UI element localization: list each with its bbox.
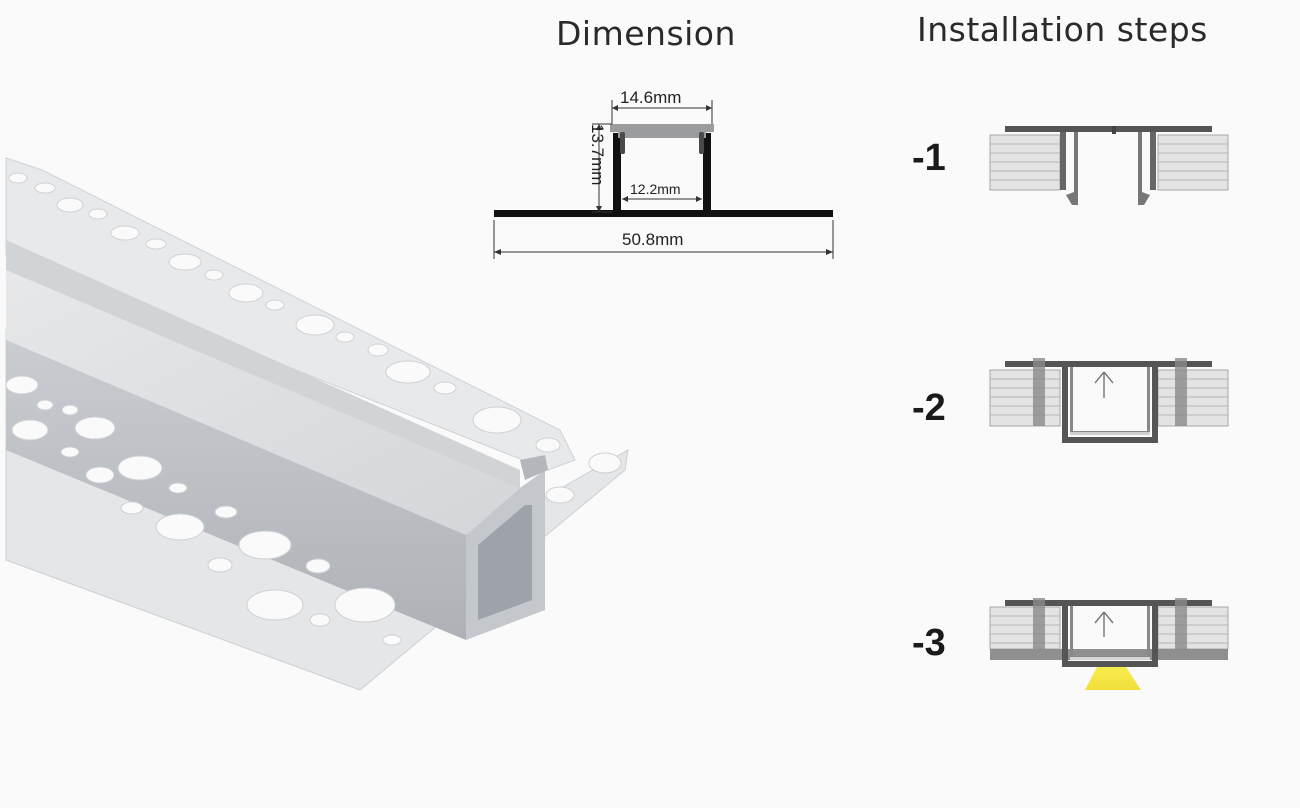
profile-flange <box>494 210 833 217</box>
dim-height: 13.7mm <box>588 124 607 185</box>
step-2-label: -2 <box>912 387 946 429</box>
light-beam <box>1085 667 1141 690</box>
installation-step-1-diagram <box>989 126 1229 205</box>
profile-product-photo <box>5 157 629 691</box>
dim-inner-width: 12.2mm <box>630 181 681 197</box>
watermark-smudge <box>10 8 480 103</box>
step-1-label: -1 <box>912 137 946 179</box>
step-3-label: -3 <box>912 622 946 664</box>
dim-flange-width: 50.8mm <box>622 230 683 249</box>
diffuser-cover <box>610 124 714 138</box>
installation-step-2-diagram <box>989 358 1229 443</box>
dimension-heading: Dimension <box>556 14 736 53</box>
installation-step-3-diagram <box>989 598 1229 690</box>
profile-wall-left <box>613 133 621 213</box>
installation-steps-heading: Installation steps <box>917 10 1208 49</box>
dimension-drawing: 14.6mm 13.7mm 12.2mm 50.8mm <box>493 88 834 259</box>
profile-wall-right <box>703 133 711 213</box>
dim-top-width: 14.6mm <box>620 88 681 107</box>
